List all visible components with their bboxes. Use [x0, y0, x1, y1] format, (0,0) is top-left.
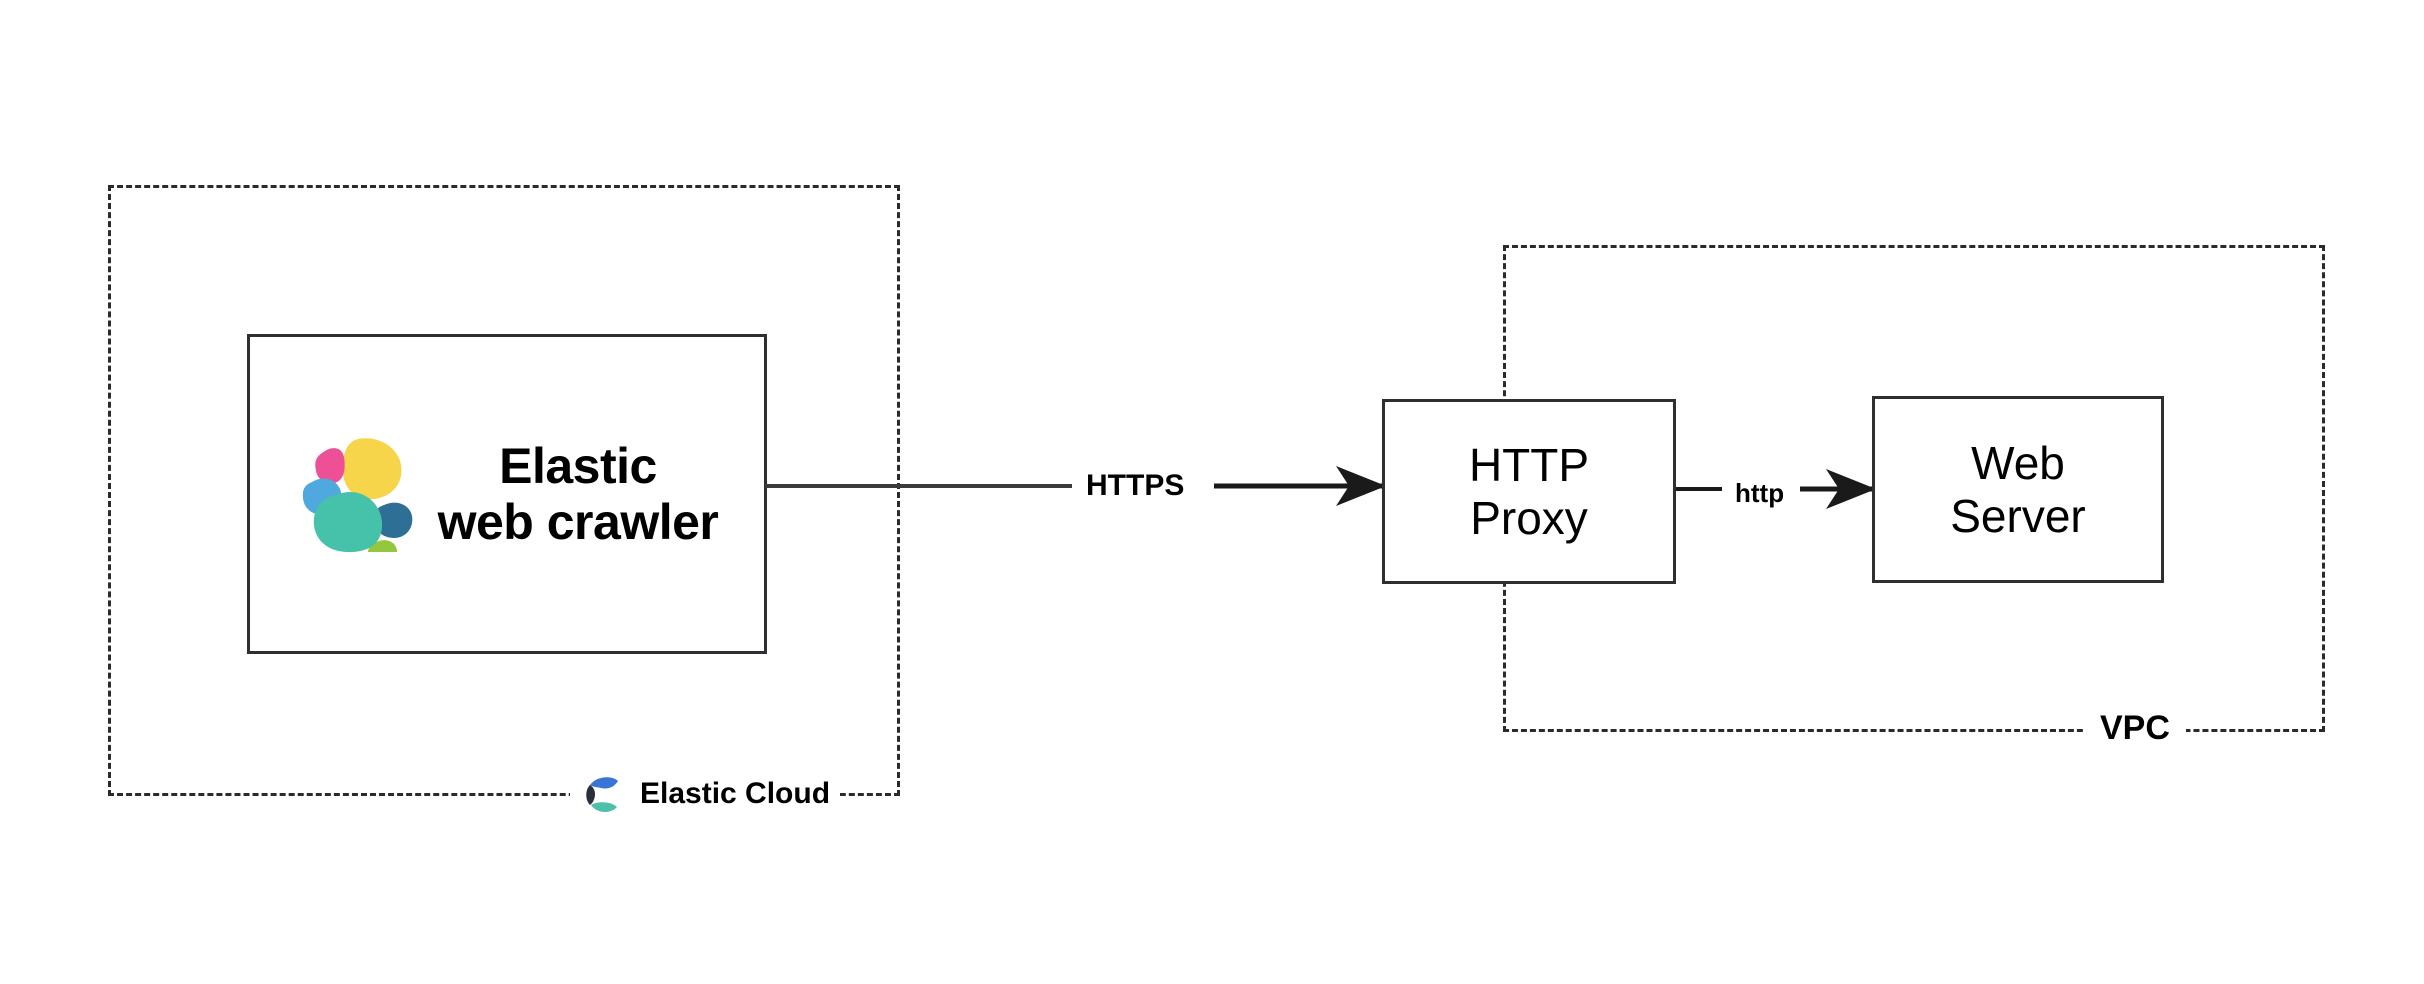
- vpc-zone-label-text: VPC: [2100, 708, 2170, 747]
- elastic-cloud-zone-label-text: Elastic Cloud: [640, 777, 831, 810]
- elastic-cloud-zone-label: Elastic Cloud: [570, 768, 841, 820]
- crawler-content: Elastic web crawler: [296, 435, 719, 553]
- node-elastic-web-crawler[interactable]: Elastic web crawler: [247, 334, 767, 654]
- edge-label-https: HTTPS: [1080, 469, 1191, 503]
- edge-label-http: http: [1729, 478, 1791, 509]
- node-label-crawler: Elastic web crawler: [437, 438, 719, 550]
- node-label-web-server: Web Server: [1950, 436, 2086, 542]
- node-label-http-proxy: HTTP Proxy: [1468, 438, 1590, 544]
- elastic-cloud-icon: [586, 777, 618, 813]
- elastic-bloom-icon: [302, 438, 412, 553]
- node-web-server[interactable]: Web Server: [1872, 396, 2164, 583]
- vpc-zone-label: VPC: [2084, 703, 2186, 753]
- node-http-proxy[interactable]: HTTP Proxy: [1382, 399, 1676, 584]
- elastic-cloud-zone: [108, 185, 900, 796]
